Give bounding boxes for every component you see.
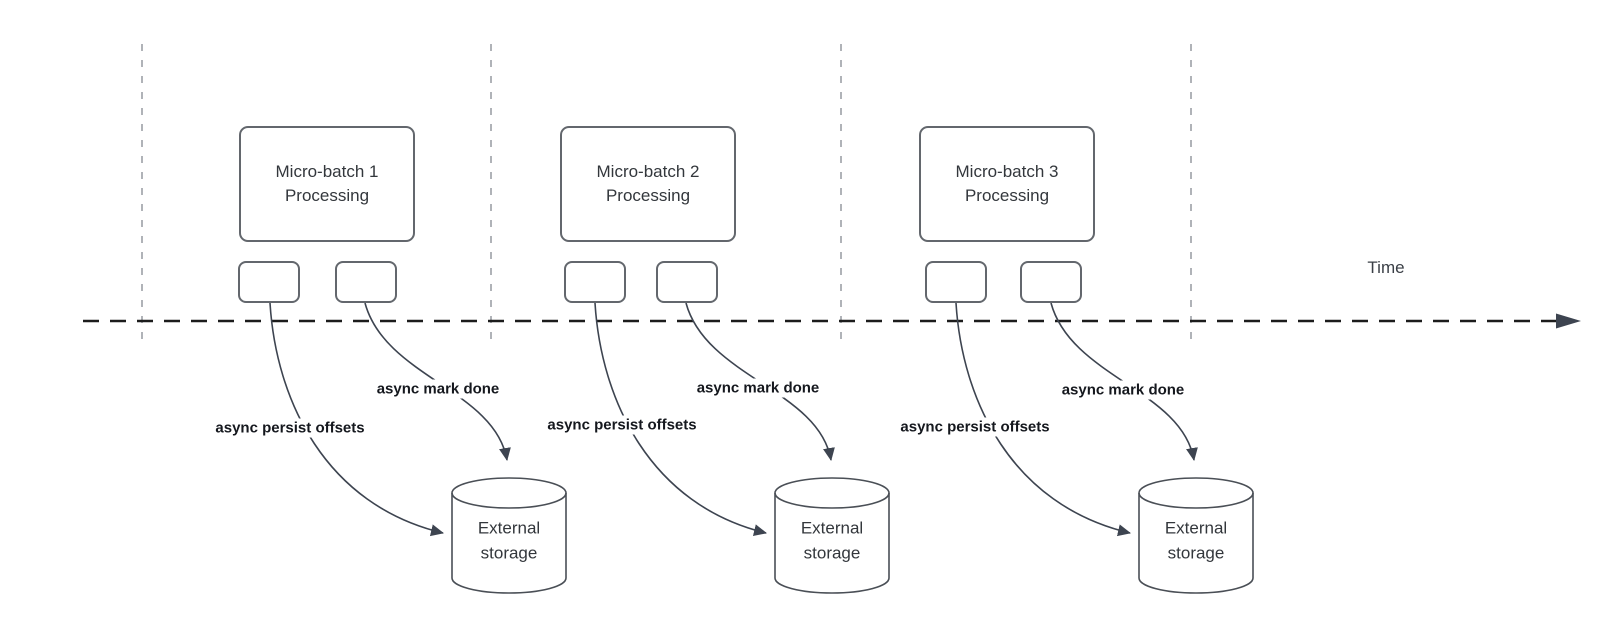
external-storage-cylinder-2: External storage [773,475,891,597]
database-cylinder-icon [774,477,890,594]
micro-batch-1-processing-box: Micro-batch 1 Processing [239,126,415,242]
external-storage-label-1: External storage [477,518,541,562]
database-cylinder-icon [451,477,567,594]
persist-offsets-arrow-2 [594,302,767,537]
external-storage-label-3: External storage [1164,518,1228,562]
mark-done-task-box-1 [335,261,397,303]
persist-offsets-label-3: async persist offsets [897,417,1053,437]
persist-offsets-arrow-1 [269,302,444,537]
persist-offsets-task-box-3 [925,261,987,303]
time-axis-label: Time [1367,258,1405,277]
micro-batch-3-processing-label: Micro-batch 3 Processing [955,162,1059,205]
time-axis-arrowhead-icon [1556,313,1581,329]
mark-done-label-2: async mark done [693,378,823,398]
mark-done-label-1: async mark done [373,379,503,399]
database-cylinder-icon [1138,477,1254,594]
external-storage-cylinder-1: External storage [450,475,568,597]
micro-batch-1-processing-label: Micro-batch 1 Processing [275,162,379,205]
micro-batch-2-processing-label: Micro-batch 2 Processing [596,162,700,205]
persist-offsets-label-2: async persist offsets [544,415,700,435]
persist-offsets-arrow-3 [955,302,1131,537]
persist-offsets-label-1: async persist offsets [212,418,368,438]
persist-offsets-task-box-1 [238,261,300,303]
mark-done-label-3: async mark done [1058,380,1188,400]
mark-done-task-box-2 [656,261,718,303]
persist-offsets-task-box-2 [564,261,626,303]
external-storage-cylinder-3: External storage [1137,475,1255,597]
mark-done-task-box-3 [1020,261,1082,303]
micro-batch-3-processing-box: Micro-batch 3 Processing [919,126,1095,242]
micro-batch-2-processing-box: Micro-batch 2 Processing [560,126,736,242]
external-storage-label-2: External storage [800,518,864,562]
